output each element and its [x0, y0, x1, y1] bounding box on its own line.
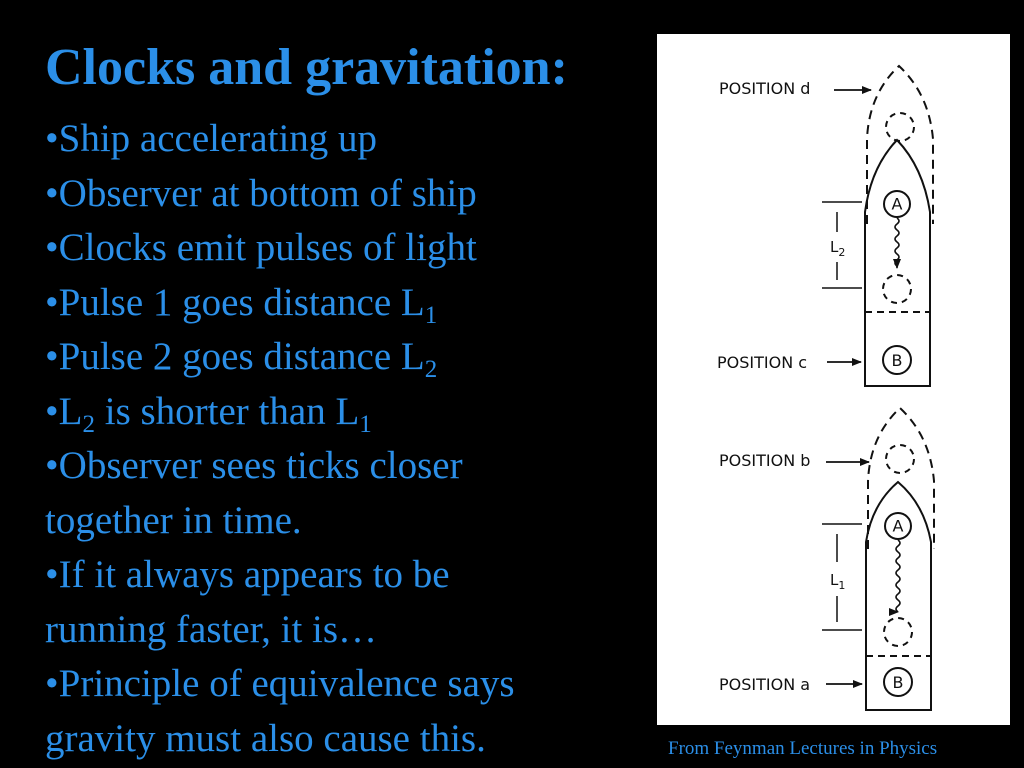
bullet-item: •Observer sees ticks closer	[45, 444, 463, 487]
ship-outline	[864, 138, 931, 387]
position-b-label: POSITION b	[719, 451, 810, 470]
position-c-label: POSITION c	[717, 353, 807, 372]
ship-diagram: A B L2 POSITION d POSITION c A B L1 POSI…	[657, 34, 1010, 725]
bullet-item: •Observer at bottom of ship	[45, 171, 477, 215]
bullet-item: together in time.	[45, 498, 302, 542]
bullet-item: •Clocks emit pulses of light	[45, 226, 477, 269]
light-pulse-squiggle	[888, 539, 901, 613]
bullet-item: •Pulse 2 goes distance L2	[45, 335, 438, 383]
distance-label: L2	[830, 238, 845, 259]
position-d-label: POSITION d	[719, 79, 810, 98]
future-ship-outline	[867, 406, 935, 549]
bullet-item: •Ship accelerating up	[45, 117, 378, 160]
future-ship-outline	[866, 64, 934, 224]
bullet-item: •Pulse 1 goes distance L1	[45, 280, 438, 329]
clock-b-circle	[882, 345, 912, 375]
bullet-list: •Ship accelerating up •Observer at botto…	[45, 112, 645, 766]
pulse-arrival-circle	[882, 274, 912, 304]
figure-caption: From Feynman Lectures in Physics	[668, 738, 938, 759]
bullet-item: running faster, it is…	[45, 607, 378, 651]
future-clock-circle	[885, 444, 915, 474]
clock-b-circle	[883, 667, 913, 697]
clock-a-label: A	[892, 195, 903, 214]
position-a-label: POSITION a	[719, 675, 810, 694]
bullet-item: •Principle of equivalence says	[45, 662, 515, 705]
clock-a-circle	[884, 512, 912, 540]
clock-a-label: A	[893, 517, 904, 536]
bullet-item: •If it always appears to be	[45, 553, 450, 596]
ship-top	[822, 64, 934, 387]
future-clock-circle	[885, 112, 915, 142]
clock-a-circle	[883, 190, 911, 218]
clock-b-label: B	[893, 673, 904, 692]
bullet-item: gravity must also cause this.	[45, 716, 486, 760]
pulse-arrival-circle	[883, 617, 913, 647]
ship-bottom	[822, 406, 935, 711]
distance-label: L1	[830, 571, 845, 592]
light-pulse-squiggle	[893, 217, 901, 269]
bullet-item: •L2 is shorter than L1	[45, 389, 372, 438]
slide-title: Clocks and gravitation:	[45, 39, 568, 96]
clock-b-label: B	[892, 351, 903, 370]
ship-outline	[865, 480, 932, 711]
